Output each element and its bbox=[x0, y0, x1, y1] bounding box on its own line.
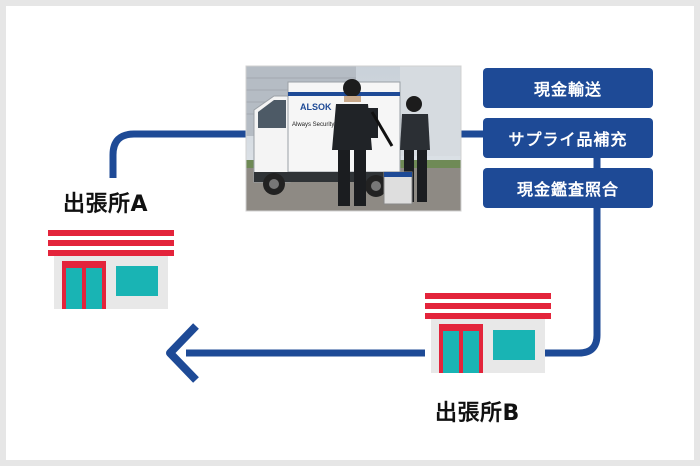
route-line-services-to-store-b bbox=[543, 158, 601, 357]
store-b-label: 出張所B bbox=[435, 401, 520, 426]
store-a-label: 出張所A bbox=[63, 192, 149, 217]
route-line-store-a-to-photo bbox=[109, 130, 249, 178]
service-cash-audit: 現金鑑査照合 bbox=[483, 168, 653, 208]
service-supply-replenishment: サプライ品補充 bbox=[483, 118, 653, 158]
truck-side-text: Always Security OK bbox=[292, 122, 345, 128]
store-b-icon bbox=[425, 293, 551, 373]
security-truck-photo: ALSOK Always Security OK bbox=[245, 65, 462, 212]
guard-figure-front bbox=[332, 79, 394, 206]
truck-logo-text: ALSOK bbox=[300, 102, 332, 112]
arrow-head-icon bbox=[166, 323, 199, 383]
service-cash-transport: 現金輸送 bbox=[483, 68, 653, 108]
store-a-icon bbox=[48, 230, 174, 309]
